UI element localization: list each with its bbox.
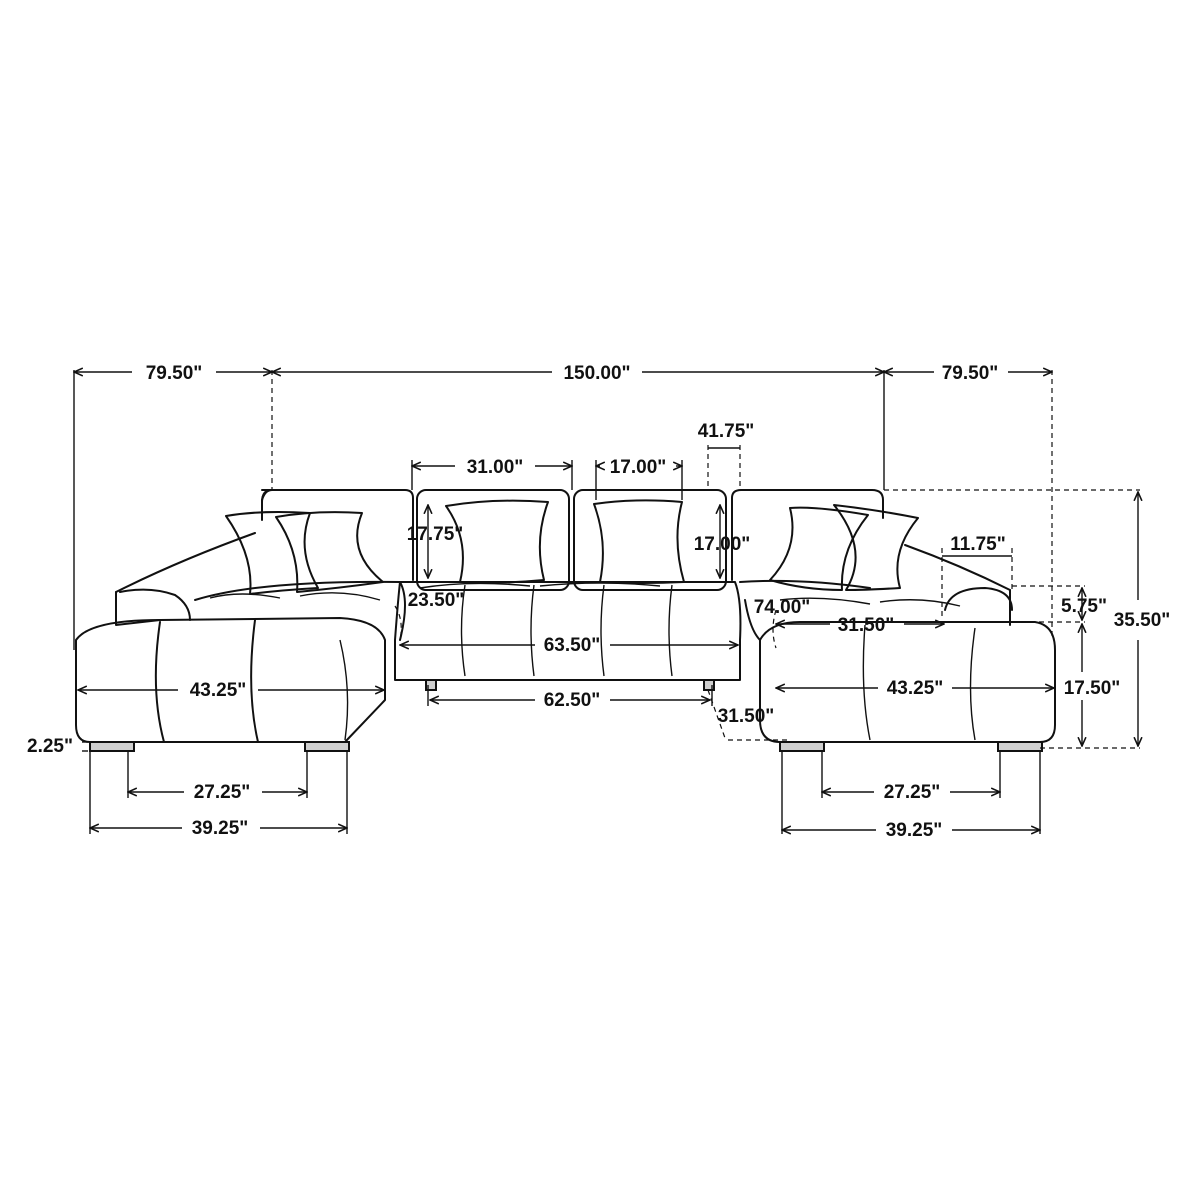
dim-back-cushion-height-right: 17.00" [694, 534, 751, 555]
dim-seat-height: 17.50" [1064, 678, 1121, 699]
dimension-lines [74, 370, 1140, 834]
left-chaise [75, 532, 406, 752]
dimension-labels: 79.50" 150.00" 79.50" 41.75" 31.00" 17.0… [27, 363, 1170, 841]
back-cushions [261, 489, 884, 591]
dim-back-cushion-height-left: 17.75" [407, 524, 464, 545]
dim-center-base-width: 62.50" [544, 690, 601, 711]
dim-right-chaise-depth: 79.50" [942, 363, 999, 384]
center-section [394, 581, 742, 691]
dim-chaise-seat-width-right: 31.50" [838, 615, 895, 636]
dim-leg-spacing-left: 27.25" [194, 782, 251, 803]
dim-overall-height: 35.50" [1114, 610, 1171, 631]
dim-leg-height: 2.25" [27, 736, 73, 757]
dim-center-seat-width: 31.00" [467, 457, 524, 478]
dim-center-pillow-width: 17.00" [610, 457, 667, 478]
right-chaise [739, 544, 1056, 752]
throw-pillows [225, 499, 919, 595]
dim-chaise-width-left: 43.25" [190, 680, 247, 701]
dim-arm-to-center-depth: 41.75" [698, 421, 755, 442]
dim-chaise-width-right: 43.25" [887, 678, 944, 699]
dim-center-section-width: 63.50" [544, 635, 601, 656]
dim-arm-width: 11.75" [950, 534, 1006, 555]
dim-inner-depth-left: 23.50" [408, 590, 465, 611]
dim-leg-spacing-right: 27.25" [884, 782, 941, 803]
dim-chaise-base-width-left: 39.25" [192, 818, 249, 839]
dim-chaise-base-width-right: 39.25" [886, 820, 943, 841]
sofa-drawing [75, 489, 1056, 752]
dim-inner-depth-right: 74.00" [754, 597, 811, 618]
dim-overall-width: 150.00" [563, 363, 630, 384]
dim-seat-depth-right: 31.50" [718, 706, 775, 727]
dim-arm-height-above-seat: 5.75" [1061, 596, 1107, 617]
dim-left-chaise-depth: 79.50" [146, 363, 203, 384]
